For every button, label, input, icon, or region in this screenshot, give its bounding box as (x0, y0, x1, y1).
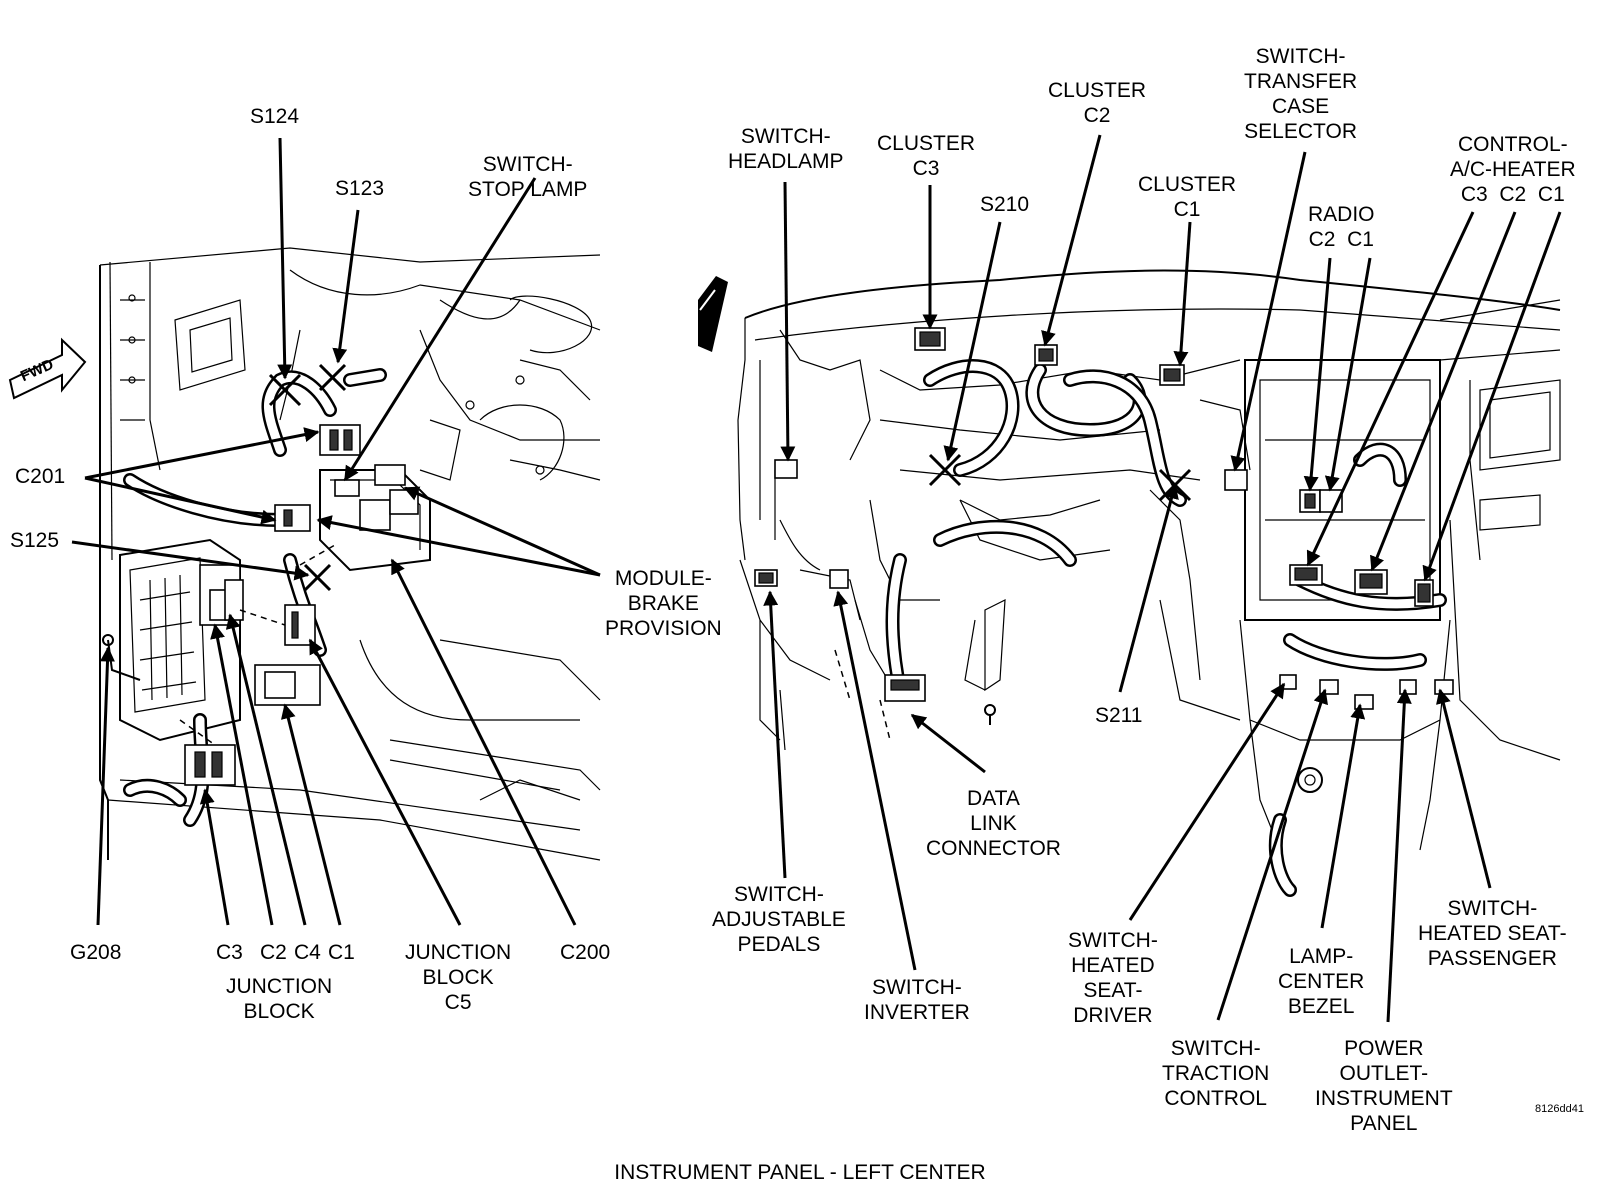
label-line: SWITCH- (734, 883, 824, 906)
label-line: C3 (912, 157, 940, 180)
label-switch-heated-seat-driver: SWITCH- HEATED SEAT- DRIVER (1068, 928, 1158, 1028)
label-line: DRIVER (1073, 1004, 1153, 1027)
label-line: OUTLET- (1339, 1062, 1429, 1085)
label-line: SWITCH- (1255, 45, 1346, 68)
label-line: SEAT- (1083, 979, 1143, 1002)
label-line: CONTROL (1164, 1087, 1267, 1110)
label-line: TRANSFER (1244, 70, 1358, 93)
label-line: BEZEL (1287, 995, 1355, 1018)
label-switch-stop-lamp: SWITCH- STOP LAMP (468, 152, 587, 202)
label-s210: S210 (980, 193, 1030, 216)
label-line: TRACTION (1162, 1062, 1270, 1085)
label-radio: RADIO C2 C1 (1308, 202, 1375, 252)
label-cluster-c1: CLUSTER C1 (1138, 172, 1236, 222)
label-line: PANEL (1350, 1112, 1418, 1135)
label-jb-c4: C4 (294, 941, 321, 964)
label-module-brake-provision: MODULE- BRAKE PROVISION (605, 566, 722, 641)
label-junction-block: JUNCTION BLOCK (226, 974, 332, 1024)
label-jb-c3: C3 (216, 941, 243, 964)
label-line: HEATED SEAT- (1418, 922, 1567, 945)
fwd-arrow-left (8, 337, 87, 400)
label-c201: C201 (15, 465, 66, 488)
label-line: CLUSTER (1138, 173, 1237, 196)
label-line: C2 C1 (1308, 228, 1374, 251)
label-switch-headlamp: SWITCH- HEADLAMP (728, 124, 844, 174)
label-line: CLUSTER (1048, 79, 1147, 102)
figure-code: 8126dd41 (1535, 1103, 1584, 1115)
label-line: CONNECTOR (926, 837, 1061, 860)
label-switch-transfer-case-selector: SWITCH- TRANSFER CASE SELECTOR (1244, 44, 1357, 144)
label-line: SWITCH- (482, 153, 573, 176)
label-line: CENTER (1278, 970, 1365, 993)
label-line: C3 C2 C1 (1460, 183, 1565, 206)
label-line: SWITCH- (1447, 897, 1538, 920)
label-line: STOP LAMP (468, 178, 588, 201)
label-s124: S124 (250, 105, 300, 128)
label-power-outlet-instrument-panel: POWER OUTLET- INSTRUMENT PANEL (1315, 1036, 1453, 1136)
label-cluster-c2: CLUSTER C2 (1048, 78, 1146, 128)
label-line: CONTROL- (1457, 133, 1568, 156)
label-jb-c2: C2 (260, 941, 287, 964)
label-line: SWITCH- (1170, 1037, 1261, 1060)
label-line: RADIO (1308, 203, 1375, 226)
label-cluster-c3: CLUSTER C3 (877, 131, 975, 181)
label-switch-heated-seat-passenger: SWITCH- HEATED SEAT- PASSENGER (1418, 896, 1567, 971)
label-line: INSTRUMENT (1315, 1087, 1453, 1110)
label-control-ac-heater: CONTROL- A/C-HEATER C3 C2 C1 (1450, 132, 1576, 207)
label-line: A/C-HEATER (1450, 158, 1576, 181)
label-line: MODULE- (614, 567, 712, 590)
label-line: LINK (970, 812, 1017, 835)
label-data-link-connector: DATA LINK CONNECTOR (926, 786, 1061, 861)
label-line: HEATED (1071, 954, 1155, 977)
label-line: HEADLAMP (728, 150, 844, 173)
label-switch-traction-control: SWITCH- TRACTION CONTROL (1162, 1036, 1269, 1111)
label-line: SELECTOR (1244, 120, 1357, 143)
label-line: PASSENGER (1427, 947, 1557, 970)
label-s211: S211 (1095, 704, 1143, 727)
label-s125: S125 (10, 529, 60, 552)
label-line: JUNCTION (405, 941, 512, 964)
label-line: DATA (967, 787, 1020, 810)
label-line: C1 (1173, 198, 1201, 221)
label-line: BLOCK (243, 1000, 315, 1023)
left-view-structure (99, 247, 601, 861)
label-line: CLUSTER (877, 132, 976, 155)
leader-lines (71, 134, 1562, 1023)
label-line: SWITCH- (871, 976, 962, 999)
label-line: INVERTER (864, 1001, 970, 1024)
label-line: PROVISION (605, 617, 722, 640)
diagram-caption: INSTRUMENT PANEL - LEFT CENTER (614, 1161, 986, 1184)
label-line: CASE (1272, 95, 1330, 118)
label-line: LAMP- (1289, 945, 1354, 968)
label-line: ADJUSTABLE (712, 908, 846, 931)
label-line: POWER (1344, 1037, 1424, 1060)
label-s123: S123 (335, 177, 385, 200)
label-line: BRAKE (627, 592, 699, 615)
label-line: BLOCK (422, 966, 494, 989)
label-line: C2 (1083, 104, 1111, 127)
label-lamp-center-bezel: LAMP- CENTER BEZEL (1278, 944, 1364, 1019)
label-line: JUNCTION (226, 975, 333, 998)
label-c200: C200 (560, 941, 611, 964)
label-switch-adjustable-pedals: SWITCH- ADJUSTABLE PEDALS (712, 882, 846, 957)
label-line: SWITCH- (1068, 929, 1158, 952)
label-switch-inverter: SWITCH- INVERTER (864, 975, 970, 1025)
label-jb-c1: C1 (328, 941, 355, 964)
label-line: PEDALS (737, 933, 821, 956)
label-line: SWITCH- (740, 125, 831, 148)
label-g208: G208 (70, 941, 122, 964)
fwd-arrow-right (698, 276, 728, 352)
label-line: C5 (444, 991, 472, 1014)
label-junction-block-c5: JUNCTION BLOCK C5 (405, 940, 511, 1015)
